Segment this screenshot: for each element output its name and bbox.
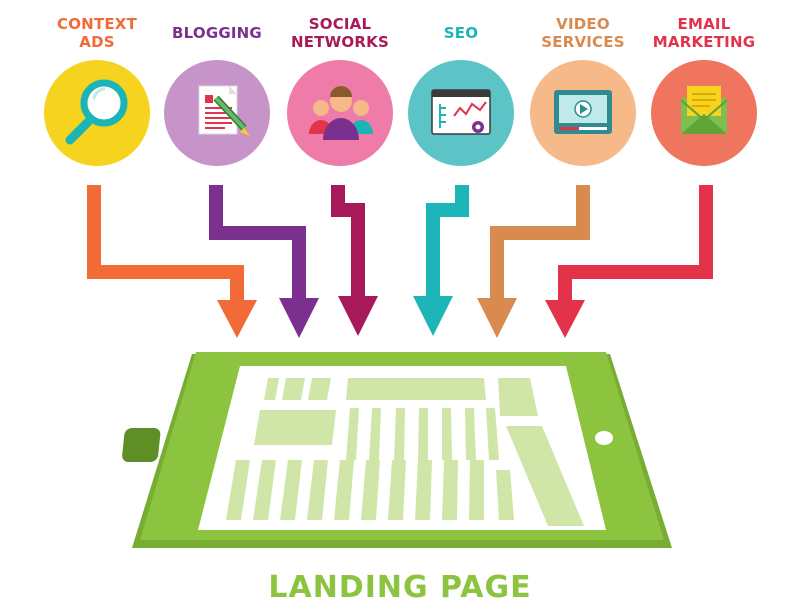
label-video-services: VIDEO SERVICES (541, 15, 625, 51)
video-player-icon (554, 90, 612, 134)
label-social-networks: SOCIAL NETWORKS (291, 15, 389, 51)
magnifier-icon (65, 79, 128, 145)
tablet-camera (595, 431, 613, 445)
envelope-icon (680, 86, 728, 134)
email-marketing-arrow (545, 185, 713, 338)
landing-page-title: LANDING PAGE (268, 570, 532, 605)
context-ads-arrow (87, 185, 257, 338)
seo-arrow (413, 185, 469, 336)
document-pencil-icon (198, 85, 250, 136)
label-context-ads: CONTEXT ADS (57, 15, 137, 51)
video-services-arrow (477, 185, 590, 338)
label-seo: SEO (443, 24, 479, 42)
page-content-blocks (226, 378, 584, 526)
tablet-home-button (122, 428, 161, 462)
people-icon (309, 86, 373, 140)
social-networks-arrow (331, 185, 378, 336)
blogging-arrow (209, 185, 319, 338)
social-networks-circle (287, 60, 393, 166)
seo-chart-icon (431, 89, 491, 135)
label-blogging: BLOGGING (172, 24, 262, 42)
label-email-marketing: EMAIL MARKETING (652, 15, 756, 51)
